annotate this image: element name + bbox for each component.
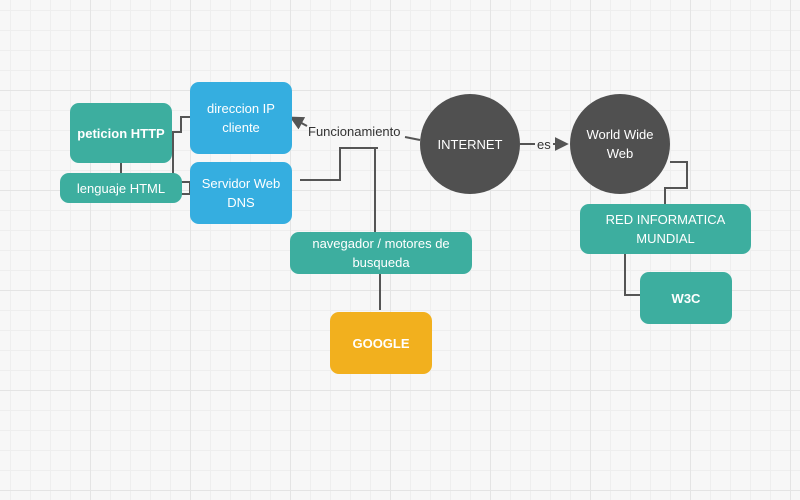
node-red-informatica-mundial[interactable]: RED INFORMATICA MUNDIAL [580, 204, 751, 254]
node-google-label: GOOGLE [352, 335, 410, 351]
node-lenguaje-html[interactable]: lenguaje HTML [60, 173, 182, 203]
node-red-informatica-mundial-label: RED INFORMATICA MUNDIAL [605, 212, 726, 246]
edge-www-red [664, 161, 688, 204]
node-servidor-web-dns[interactable]: Servidor Web DNS [190, 162, 292, 224]
node-servidor-web-dns-label: Servidor Web DNS [201, 176, 281, 210]
edge-internet-funcionamiento [404, 136, 421, 141]
node-world-wide-web[interactable]: World Wide Web [570, 94, 670, 194]
node-internet-label: INTERNET [437, 136, 503, 152]
node-google[interactable]: GOOGLE [330, 312, 432, 374]
node-navegador-label: navegador / motores de busqueda [312, 236, 450, 270]
node-navegador[interactable]: navegador / motores de busqueda [290, 232, 472, 274]
edge-label-funcionamiento: Funcionamiento [308, 124, 401, 139]
node-peticion-http-label: peticion HTTP [77, 125, 165, 141]
node-peticion-http[interactable]: peticion HTTP [70, 103, 172, 163]
node-w3c-label: W3C [671, 290, 701, 306]
node-direccion-ip-label: direccion IP cliente [207, 101, 275, 135]
node-world-wide-web-label: World Wide Web [586, 127, 654, 161]
node-lenguaje-html-label: lenguaje HTML [76, 180, 166, 196]
edge-funcionamiento-ip [289, 116, 308, 130]
edge-label-es: es [537, 137, 551, 152]
node-internet[interactable]: INTERNET [420, 94, 520, 194]
node-w3c[interactable]: W3C [640, 272, 732, 324]
edge-red-w3c [624, 252, 641, 296]
node-direccion-ip[interactable]: direccion IP cliente [190, 82, 292, 154]
edge-funcionamiento-servidor [300, 147, 378, 181]
